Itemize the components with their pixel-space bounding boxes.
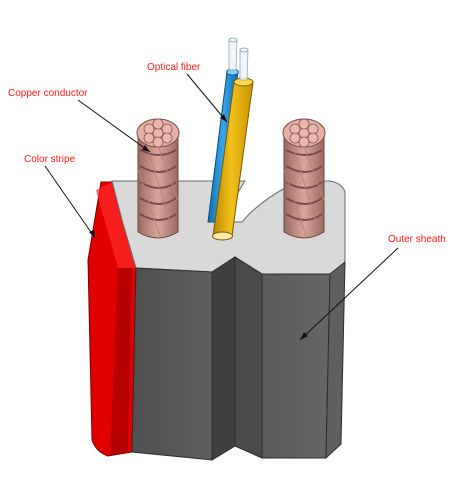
color-stripe — [87, 181, 137, 457]
copper-conductor-left — [136, 118, 180, 239]
optical-fiber-yellow — [212, 47, 254, 241]
leader-lines — [44, 73, 399, 341]
leader-color-stripe-arrow — [89, 230, 95, 238]
leader-color-stripe — [44, 165, 96, 239]
leader-outer-sheath-arrow — [300, 332, 308, 340]
leader-optical-fiber-arrow — [220, 114, 227, 122]
leader-copper-conductor — [77, 99, 151, 153]
leader-outer-sheath — [299, 247, 399, 341]
label-outer-sheath: Outer sheath — [388, 234, 446, 245]
label-optical-fiber: Optical fiber — [147, 62, 201, 73]
leader-optical-fiber — [186, 73, 228, 123]
outer-sheath-front — [131, 256, 346, 461]
label-color-stripe: Color stripe — [24, 154, 76, 165]
leader-copper-conductor-arrow — [142, 145, 150, 152]
copper-conductor-right — [282, 118, 326, 239]
label-copper-conductor: Copper conductor — [8, 88, 88, 99]
